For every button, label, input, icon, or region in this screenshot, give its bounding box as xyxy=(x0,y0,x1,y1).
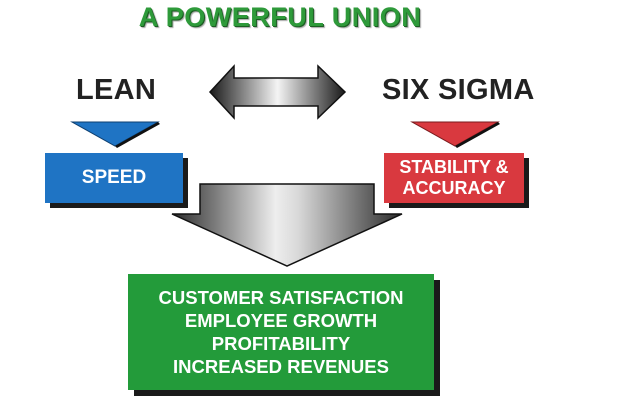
sigma-triangle-shadow xyxy=(455,122,500,148)
lean-triangle-shadow xyxy=(115,122,160,148)
speed-box: SPEED xyxy=(45,153,183,203)
stability-accuracy-box: STABILITY & ACCURACY xyxy=(384,153,524,203)
six-sigma-label: SIX SIGMA xyxy=(382,74,535,106)
stability-line: STABILITY & xyxy=(399,157,509,177)
accuracy-line: ACCURACY xyxy=(402,178,506,198)
sigma-triangle-icon xyxy=(410,121,500,147)
double-headed-arrow-icon xyxy=(208,64,347,120)
outcomes-box: CUSTOMER SATISFACTION EMPLOYEE GROWTH PR… xyxy=(128,274,434,390)
chevron-down-arrow-icon xyxy=(171,183,403,267)
lean-label: LEAN xyxy=(76,74,157,106)
outcome-item: PROFITABILITY xyxy=(211,333,351,354)
lean-triangle-icon xyxy=(70,121,160,147)
outcome-item: INCREASED REVENUES xyxy=(173,356,389,377)
diagram-title: A POWERFUL UNION xyxy=(138,2,422,32)
outcome-item: CUSTOMER SATISFACTION xyxy=(158,287,404,308)
outcome-item: EMPLOYEE GROWTH xyxy=(184,310,378,331)
